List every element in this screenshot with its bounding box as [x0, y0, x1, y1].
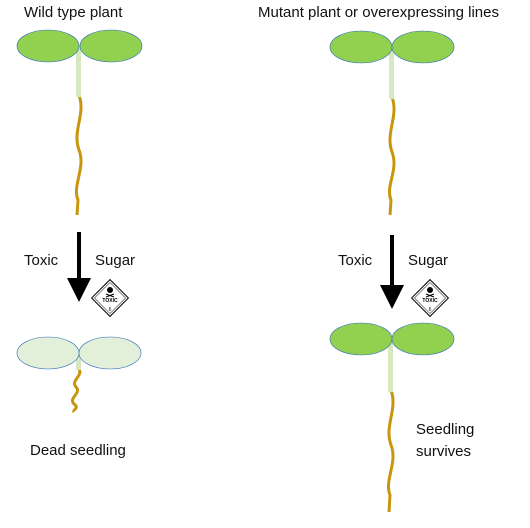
surviving-leaf-left [329, 322, 393, 356]
wild-type-title: Wild type plant [24, 4, 123, 21]
mutant-title: Mutant plant or overexpressing lines [258, 4, 499, 21]
wild-type-leaf-right [79, 29, 143, 63]
right-sugar-label: Sugar [408, 252, 449, 269]
dead-seedling-label: Dead seedling [30, 442, 126, 459]
dead-seedling [16, 336, 142, 414]
dead-leaf-right [78, 336, 142, 370]
seedling-survives-line2: survives [416, 443, 472, 460]
wild-type-leaf-left [16, 29, 80, 63]
seedling-survives-label: Seedling survives [416, 419, 474, 463]
mutant-seedling-before [329, 30, 455, 216]
left-toxic-hazard-icon: TOXIC 6 [90, 278, 130, 318]
left-hazard-class: 6 [109, 307, 112, 313]
right-toxic-hazard-icon: TOXIC 6 [410, 278, 450, 318]
right-hazard-text: TOXIC [422, 298, 438, 304]
wild-type-stem [76, 45, 81, 97]
dead-seedling-stem [76, 350, 81, 370]
left-hazard-text: TOXIC [102, 298, 118, 304]
surviving-stem [388, 338, 393, 392]
wild-type-seedling-before [16, 29, 143, 216]
left-toxic-label: Toxic [24, 252, 59, 269]
mutant-leaf-left [329, 30, 393, 64]
right-hazard-class: 6 [429, 307, 432, 313]
dead-leaf-left [16, 336, 80, 370]
wild-type-root [75, 94, 83, 216]
mutant-leaf-right [391, 30, 455, 64]
right-toxic-label: Toxic [338, 252, 373, 269]
mutant-root [388, 96, 396, 216]
seedling-survives-line1: Seedling [416, 421, 475, 438]
surviving-seedling [329, 322, 455, 513]
mutant-stem [389, 46, 394, 99]
dead-seedling-root [71, 366, 82, 414]
left-sugar-label: Sugar [95, 252, 136, 269]
surviving-root [387, 389, 395, 513]
surviving-leaf-right [391, 322, 455, 356]
